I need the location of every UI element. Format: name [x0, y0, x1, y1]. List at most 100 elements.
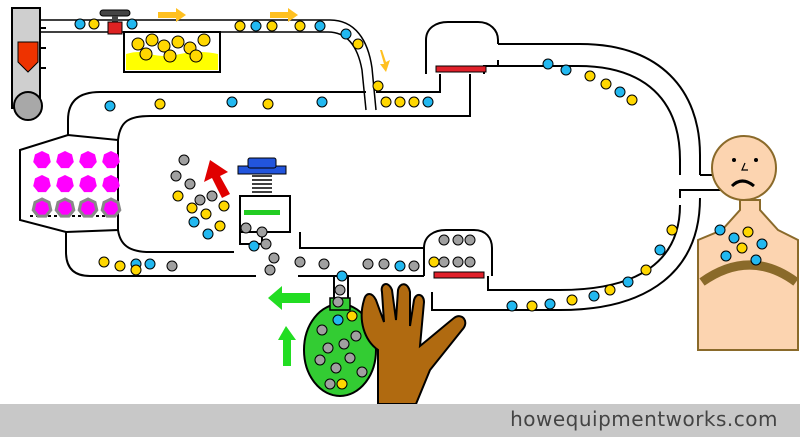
- co2-molecule: [316, 324, 328, 336]
- circuit-drawing: [11, 7, 799, 404]
- patient-icon: [697, 135, 799, 351]
- oxygen-molecule: [131, 37, 145, 51]
- oxygen-molecule: [526, 300, 538, 312]
- oxygen-molecule: [742, 226, 754, 238]
- co2-molecule: [294, 256, 306, 268]
- co2-molecule: [344, 352, 356, 364]
- vapor-molecule: [226, 96, 238, 108]
- absorbent-granule: [33, 175, 51, 193]
- vapor-molecule: [544, 298, 556, 310]
- vapor-molecule: [622, 276, 634, 288]
- oxygen-molecule: [352, 38, 364, 50]
- vapor-molecule: [332, 314, 344, 326]
- oxygen-molecule: [88, 18, 100, 30]
- expiratory-valve: [433, 271, 485, 279]
- vapor-molecule: [340, 28, 352, 40]
- oxygen-molecule: [130, 264, 142, 276]
- co2-molecule: [256, 226, 268, 238]
- oxygen-molecule: [186, 202, 198, 214]
- flow-arrow-icon: [204, 160, 230, 198]
- fresh-gas-line: [40, 19, 377, 111]
- vapor-molecule: [188, 216, 200, 228]
- vapor-molecule: [714, 224, 726, 236]
- vapor-molecule: [336, 270, 348, 282]
- co2-molecule: [362, 258, 374, 270]
- co2-molecule: [166, 260, 178, 272]
- vapor-molecule: [74, 18, 86, 30]
- flowmeter-icon: [11, 7, 46, 121]
- oxygen-molecule: [372, 80, 384, 92]
- absorbent-granule: [77, 197, 99, 218]
- oxygen-molecule: [266, 20, 278, 32]
- oxygen-molecule: [604, 284, 616, 296]
- vapor-molecule: [542, 58, 554, 70]
- oxygen-molecule: [163, 49, 177, 63]
- absorbent-granule: [79, 175, 97, 193]
- vapor-molecule: [202, 228, 214, 240]
- oxygen-molecule: [154, 98, 166, 110]
- absorbent-granule: [33, 151, 51, 169]
- oxygen-molecule: [394, 96, 406, 108]
- vapor-molecule: [104, 100, 116, 112]
- oxygen-molecule: [428, 256, 440, 268]
- co2-molecule: [330, 362, 342, 374]
- oxygen-molecule: [218, 200, 230, 212]
- oxygen-molecule: [189, 49, 203, 63]
- vapor-molecule: [314, 20, 326, 32]
- absorbent-granule: [54, 197, 76, 218]
- vaporizer-knob: [99, 9, 131, 35]
- breathing-circuit-tubing: [65, 21, 744, 311]
- co2-molecule: [260, 238, 272, 250]
- vapor-molecule: [250, 20, 262, 32]
- gas-molecules: [74, 18, 768, 390]
- vapor-molecule: [394, 260, 406, 272]
- co2-molecule: [464, 234, 476, 246]
- co2-molecule: [314, 354, 326, 366]
- oxygen-molecule: [666, 224, 678, 236]
- vapor-molecule: [248, 240, 260, 252]
- oxygen-molecule: [640, 264, 652, 276]
- fresh-gas-arrows: [158, 8, 390, 72]
- bag-flow-arrows: [268, 286, 310, 366]
- oxygen-molecule: [736, 242, 748, 254]
- absorbent-granule: [56, 151, 74, 169]
- oxygen-molecule: [98, 256, 110, 268]
- oxygen-molecule: [626, 94, 638, 106]
- oxygen-molecule: [600, 78, 612, 90]
- inspiratory-valve: [435, 65, 487, 73]
- flowmeter-float: [17, 41, 39, 73]
- oxygen-molecule: [197, 33, 211, 47]
- oxygen-molecule: [114, 260, 126, 272]
- absorbent-granule: [56, 175, 74, 193]
- oxygen-molecule: [408, 96, 420, 108]
- co2-molecule: [350, 330, 362, 342]
- absorbent-granule: [31, 197, 53, 218]
- oxygen-molecule: [200, 208, 212, 220]
- one-way-valves: [433, 65, 487, 279]
- co2-molecule: [378, 258, 390, 270]
- co2-molecule: [178, 154, 190, 166]
- co2-molecule: [438, 256, 450, 268]
- co2-molecule: [324, 378, 336, 390]
- co2-molecule: [408, 260, 420, 272]
- co2-molecule: [438, 234, 450, 246]
- oxygen-molecule: [584, 70, 596, 82]
- vapor-molecule: [728, 232, 740, 244]
- oxygen-molecule: [346, 310, 358, 322]
- co2-molecule: [170, 170, 182, 182]
- co2-molecule: [264, 264, 276, 276]
- oxygen-molecule: [336, 378, 348, 390]
- oxygen-molecule: [262, 98, 274, 110]
- vapor-molecule: [588, 290, 600, 302]
- oxygen-molecule: [234, 20, 246, 32]
- vapor-molecule: [614, 86, 626, 98]
- vapor-molecule: [560, 64, 572, 76]
- co2-molecule: [318, 258, 330, 270]
- oxygen-molecule: [157, 39, 171, 53]
- co2-molecule: [194, 194, 206, 206]
- vapor-molecule: [422, 96, 434, 108]
- absorbent-granule: [100, 197, 122, 218]
- oxygen-molecule: [214, 220, 226, 232]
- absorbent-granules: [31, 151, 122, 218]
